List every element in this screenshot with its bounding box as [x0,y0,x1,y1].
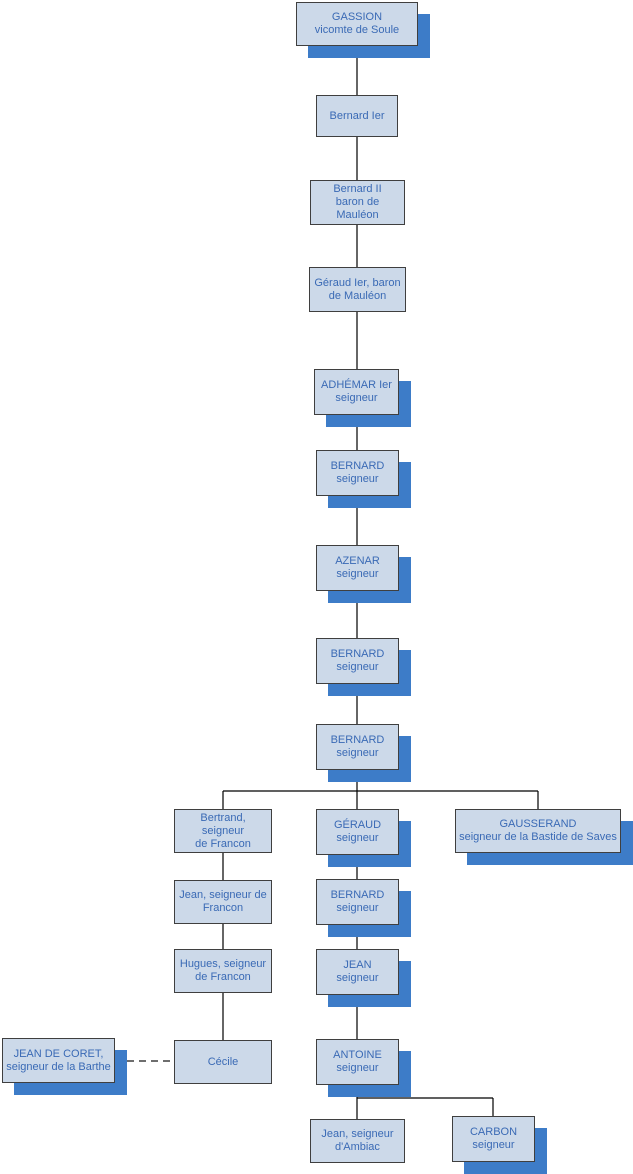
node-label-adhemar1: ADHÉMAR Ier seigneur [321,379,392,404]
node-jean_s[interactable]: JEAN seigneur [316,949,399,995]
node-bernard_b[interactable]: BERNARD seigneur [316,638,399,684]
node-label-hugues: Hugues, seigneur de Francon [179,958,267,983]
node-label-geraud_s: GÉRAUD seigneur [333,819,382,844]
node-label-bernard2: Bernard II baron de Mauléon [333,183,382,221]
node-jean_coret[interactable]: JEAN DE CORET, seigneur de la Barthe [2,1038,115,1083]
node-antoine[interactable]: ANTOINE seigneur [316,1039,399,1085]
node-label-geraud1: Géraud Ier, baron de Mauléon [314,276,401,302]
node-geraud1[interactable]: Géraud Ier, baron de Mauléon [309,267,406,312]
node-label-jean_coret: JEAN DE CORET, seigneur de la Barthe [6,1047,111,1073]
node-label-bertrand: Bertrand, seigneur de Francon [195,811,251,850]
node-adhemar1[interactable]: ADHÉMAR Ier seigneur [314,369,399,415]
node-bernard_c[interactable]: BERNARD seigneur [316,724,399,770]
node-azenar[interactable]: AZENAR seigneur [316,545,399,591]
node-label-gausserand: GAUSSERAND seigneur de la Bastide de Sav… [459,818,617,843]
node-hugues[interactable]: Hugues, seigneur de Francon [174,949,272,993]
node-label-carbon: CARBON seigneur [469,1126,518,1151]
node-label-bernard_c: BERNARD seigneur [330,734,385,759]
node-label-bernard_a: BERNARD seigneur [330,460,385,485]
node-bernard_a[interactable]: BERNARD seigneur [316,450,399,496]
node-bernard1[interactable]: Bernard Ier [316,95,398,137]
node-label-bernard_b: BERNARD seigneur [330,648,385,673]
node-carbon[interactable]: CARBON seigneur [452,1116,535,1162]
node-label-cecile: Cécile [207,1055,239,1068]
node-label-bernard1: Bernard Ier [329,109,385,122]
node-label-bernard_d: BERNARD seigneur [330,889,385,914]
node-jean_ambiac[interactable]: Jean, seigneur d'Ambiac [310,1119,405,1163]
node-cecile[interactable]: Cécile [174,1040,272,1084]
node-label-antoine: ANTOINE seigneur [333,1049,382,1074]
node-label-jean_s: JEAN seigneur [336,959,379,984]
node-label-gassion: GASSION vicomte de Soule [314,11,400,36]
node-gausserand[interactable]: GAUSSERAND seigneur de la Bastide de Sav… [455,809,621,853]
node-geraud_s[interactable]: GÉRAUD seigneur [316,809,399,855]
node-jean_fr[interactable]: Jean, seigneur de Francon [174,880,272,924]
node-bernard_d[interactable]: BERNARD seigneur [316,879,399,925]
node-bernard2[interactable]: Bernard II baron de Mauléon [310,180,405,225]
node-label-jean_ambiac: Jean, seigneur d'Ambiac [321,1128,394,1153]
node-bertrand[interactable]: Bertrand, seigneur de Francon [174,809,272,853]
node-label-azenar: AZENAR seigneur [335,555,380,580]
node-label-jean_fr: Jean, seigneur de Francon [179,889,267,914]
node-gassion[interactable]: GASSION vicomte de Soule [296,2,418,46]
